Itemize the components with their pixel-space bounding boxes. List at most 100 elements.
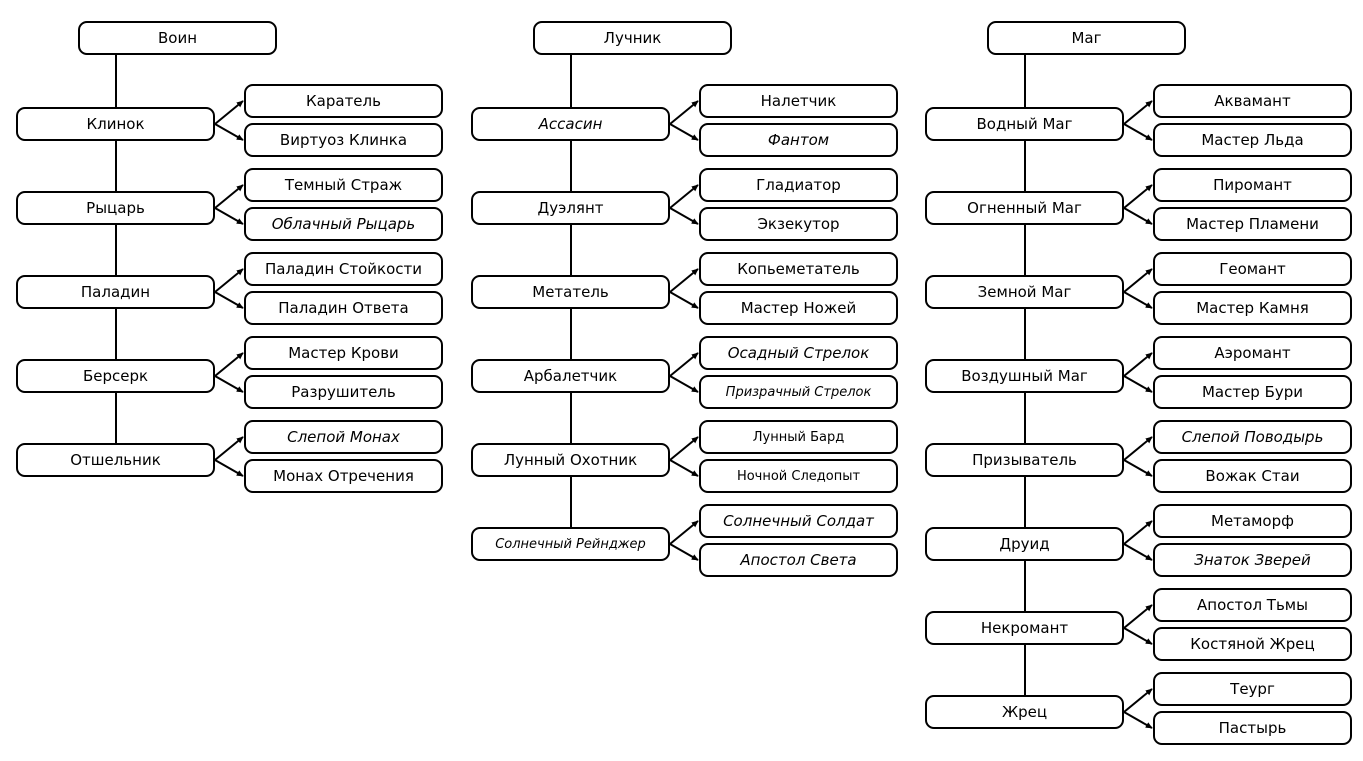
arrow-warrior-4-1 bbox=[214, 459, 244, 477]
leaf-node-mage-2-0: Геомант bbox=[1153, 252, 1352, 286]
arrow-archer-4-1 bbox=[669, 459, 699, 477]
leaf-node-archer-1-0: Гладиатор bbox=[699, 168, 898, 202]
arrow-archer-3-1 bbox=[669, 375, 699, 393]
node-label: Дуэлянт bbox=[537, 198, 604, 217]
node-label: Костяной Жрец bbox=[1190, 634, 1315, 653]
arrow-mage-6-0 bbox=[1123, 604, 1153, 629]
node-label: Слепой Поводырь bbox=[1181, 427, 1324, 446]
arrow-mage-0-0 bbox=[1123, 100, 1153, 125]
arrow-archer-5-0 bbox=[669, 520, 699, 545]
leaf-node-mage-6-0: Апостол Тьмы bbox=[1153, 588, 1352, 622]
node-label: Метаморф bbox=[1211, 511, 1294, 530]
leaf-node-mage-1-0: Пиромант bbox=[1153, 168, 1352, 202]
leaf-node-mage-1-1: Мастер Пламени bbox=[1153, 207, 1352, 241]
arrow-warrior-1-1 bbox=[214, 207, 244, 225]
arrow-archer-4-0 bbox=[669, 436, 699, 461]
branch-node-mage-1: Огненный Маг bbox=[925, 191, 1124, 225]
branch-node-archer-2: Метатель bbox=[471, 275, 670, 309]
branch-node-mage-7: Жрец bbox=[925, 695, 1124, 729]
branch-node-warrior-0: Клинок bbox=[16, 107, 215, 141]
node-label: Аэромант bbox=[1214, 343, 1291, 362]
node-label: Паладин Стойкости bbox=[264, 259, 423, 278]
node-label: Берсерк bbox=[82, 366, 149, 385]
leaf-node-mage-6-1: Костяной Жрец bbox=[1153, 627, 1352, 661]
branch-node-mage-6: Некромант bbox=[925, 611, 1124, 645]
arrow-warrior-3-1 bbox=[214, 375, 244, 393]
node-label: Призрачный Стрелок bbox=[725, 384, 872, 400]
arrow-archer-0-0 bbox=[669, 100, 699, 125]
leaf-node-mage-5-0: Метаморф bbox=[1153, 504, 1352, 538]
node-label: Солнечный Рейнджер bbox=[495, 536, 646, 552]
arrow-mage-5-0 bbox=[1123, 520, 1153, 545]
branch-node-warrior-1: Рыцарь bbox=[16, 191, 215, 225]
node-label: Каратель bbox=[306, 91, 381, 110]
node-label: Отшельник bbox=[70, 450, 161, 469]
root-node-archer: Лучник bbox=[533, 21, 732, 55]
arrow-mage-4-0 bbox=[1123, 436, 1153, 461]
leaf-node-mage-7-0: Теург bbox=[1153, 672, 1352, 706]
node-label: Мастер Льда bbox=[1201, 130, 1304, 149]
arrow-mage-0-1 bbox=[1123, 123, 1153, 141]
node-label: Аквамант bbox=[1214, 91, 1291, 110]
root-node-mage: Маг bbox=[987, 21, 1186, 55]
node-label: Рыцарь bbox=[86, 198, 145, 217]
node-label: Теург bbox=[1230, 679, 1275, 698]
node-label: Солнечный Солдат bbox=[723, 511, 874, 530]
node-label: Земной Маг bbox=[977, 282, 1072, 301]
leaf-node-warrior-3-0: Мастер Крови bbox=[244, 336, 443, 370]
node-label: Мастер Ножей bbox=[740, 298, 857, 317]
branch-node-warrior-2: Паладин bbox=[16, 275, 215, 309]
arrow-archer-2-0 bbox=[669, 268, 699, 293]
leaf-node-archer-1-1: Экзекутор bbox=[699, 207, 898, 241]
arrow-warrior-1-0 bbox=[214, 184, 244, 209]
leaf-node-archer-2-0: Копьеметатель bbox=[699, 252, 898, 286]
branch-node-mage-5: Друид bbox=[925, 527, 1124, 561]
branch-node-archer-0: Ассасин bbox=[471, 107, 670, 141]
branch-node-mage-4: Призыватель bbox=[925, 443, 1124, 477]
node-label: Слепой Монах bbox=[287, 427, 400, 446]
leaf-node-archer-3-0: Осадный Стрелок bbox=[699, 336, 898, 370]
arrow-warrior-0-0 bbox=[214, 100, 244, 125]
arrow-archer-1-1 bbox=[669, 207, 699, 225]
branch-node-archer-4: Лунный Охотник bbox=[471, 443, 670, 477]
leaf-node-warrior-2-0: Паладин Стойкости bbox=[244, 252, 443, 286]
node-label: Экзекутор bbox=[757, 214, 840, 233]
arrow-mage-6-1 bbox=[1123, 627, 1153, 645]
leaf-node-mage-4-0: Слепой Поводырь bbox=[1153, 420, 1352, 454]
node-label: Мастер Крови bbox=[288, 343, 399, 362]
leaf-node-warrior-4-0: Слепой Монах bbox=[244, 420, 443, 454]
arrow-mage-5-1 bbox=[1123, 543, 1153, 561]
node-label: Паладин bbox=[80, 282, 151, 301]
node-label: Лунный Бард bbox=[752, 429, 845, 445]
node-label: Пастырь bbox=[1218, 718, 1287, 737]
branch-node-archer-5: Солнечный Рейнджер bbox=[471, 527, 670, 561]
arrow-archer-2-1 bbox=[669, 291, 699, 309]
leaf-node-archer-4-1: Ночной Следопыт bbox=[699, 459, 898, 493]
arrow-mage-7-1 bbox=[1123, 711, 1153, 729]
arrow-mage-7-0 bbox=[1123, 688, 1153, 713]
branch-node-mage-3: Воздушный Маг bbox=[925, 359, 1124, 393]
leaf-node-warrior-0-1: Виртуоз Клинка bbox=[244, 123, 443, 157]
arrow-warrior-2-1 bbox=[214, 291, 244, 309]
arrow-warrior-0-1 bbox=[214, 123, 244, 141]
root-node-warrior: Воин bbox=[78, 21, 277, 55]
leaf-node-mage-0-0: Аквамант bbox=[1153, 84, 1352, 118]
node-label: Ассасин bbox=[538, 114, 603, 133]
leaf-node-archer-2-1: Мастер Ножей bbox=[699, 291, 898, 325]
arrow-mage-1-0 bbox=[1123, 184, 1153, 209]
node-label: Апостол Тьмы bbox=[1197, 595, 1308, 614]
node-label: Метатель bbox=[532, 282, 609, 301]
leaf-node-archer-0-1: Фантом bbox=[699, 123, 898, 157]
node-label: Водный Маг bbox=[976, 114, 1073, 133]
node-label: Маг bbox=[1071, 28, 1102, 47]
node-label: Ночной Следопыт bbox=[736, 468, 861, 484]
node-label: Лучник bbox=[603, 28, 662, 47]
leaf-node-mage-3-0: Аэромант bbox=[1153, 336, 1352, 370]
arrow-mage-1-1 bbox=[1123, 207, 1153, 225]
node-label: Налетчик bbox=[760, 91, 837, 110]
arrow-warrior-3-0 bbox=[214, 352, 244, 377]
arrow-archer-3-0 bbox=[669, 352, 699, 377]
leaf-node-warrior-1-1: Облачный Рыцарь bbox=[244, 207, 443, 241]
leaf-node-mage-0-1: Мастер Льда bbox=[1153, 123, 1352, 157]
